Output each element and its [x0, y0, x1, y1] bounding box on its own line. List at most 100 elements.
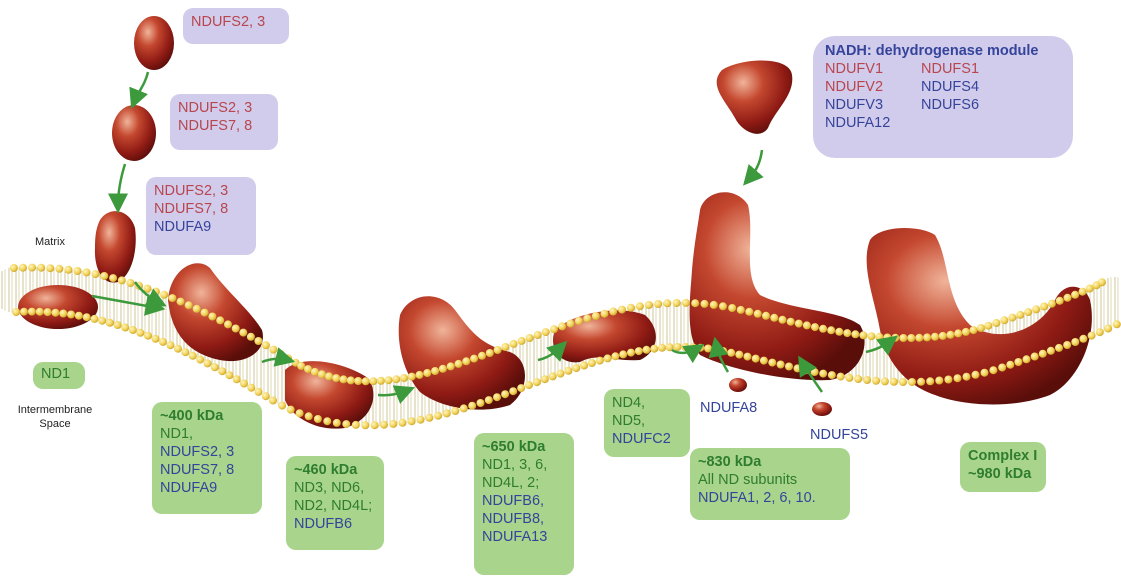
lipid-head	[854, 375, 862, 383]
ndufs7-8-line: NDUFS7, 8	[178, 117, 270, 135]
lipid-head	[754, 310, 762, 318]
lipid-head	[462, 357, 470, 365]
lipid-head	[494, 346, 502, 354]
lipid-head	[851, 330, 859, 338]
lipid-head	[152, 288, 160, 296]
lipid-head	[1113, 320, 1121, 328]
lipid-head	[109, 274, 117, 282]
lipid-head	[121, 324, 129, 332]
lipid-head	[455, 360, 463, 368]
lipid-head	[216, 316, 224, 324]
lipid-head	[811, 323, 819, 331]
lipid-head	[425, 414, 433, 422]
ndufs5-protein	[812, 402, 832, 416]
lipid-head	[704, 345, 712, 353]
lipid-head	[891, 334, 899, 342]
ndufs2-3-7-8-box: NDUFS2, 3 NDUFS7, 8	[170, 94, 278, 150]
lipid-head	[779, 316, 787, 324]
lipid-head	[247, 384, 255, 392]
lipid-head	[296, 409, 304, 417]
lipid-head	[224, 320, 232, 328]
lipid-head	[828, 371, 836, 379]
lipid-head	[168, 294, 176, 302]
lipid-head	[98, 317, 106, 325]
lipid-head	[636, 302, 644, 310]
lipid-head	[501, 343, 509, 351]
ndufa1-2-6-10-line: NDUFA1, 2, 6, 10.	[698, 489, 842, 507]
lipid-head	[795, 320, 803, 328]
kda830-box: ~830 kDa All ND subunits NDUFA1, 2, 6, 1…	[690, 448, 850, 520]
lipid-head	[225, 371, 233, 379]
complex-i-box: Complex I ~980 kDa	[960, 442, 1046, 492]
lipid-head	[785, 363, 793, 371]
lipid-head	[144, 332, 152, 340]
lipid-head	[654, 300, 662, 308]
lipid-head	[204, 359, 212, 367]
lipid-head	[408, 417, 416, 425]
arrow-s23-to-s2378	[134, 72, 148, 102]
lipid-head	[737, 306, 745, 314]
lipid-head	[881, 377, 889, 385]
lipid-head	[939, 332, 947, 340]
nadh-module-subunits: NDUFV1 NDUFS1 NDUFV2 NDUFS4 NDUFV3 NDUFS…	[825, 60, 1061, 132]
lipid-head	[977, 324, 985, 332]
lipid-head	[1104, 325, 1112, 333]
ndufs2-3-line: NDUFS2, 3	[191, 13, 281, 31]
lipid-head	[890, 378, 898, 386]
lipid-head	[160, 291, 168, 299]
nadh-module-box: NADH: dehydrogenase module NDUFV1 NDUFS1…	[813, 36, 1073, 158]
lipid-head	[416, 371, 424, 379]
lipid-head	[332, 374, 340, 382]
lipid-head	[1096, 328, 1104, 336]
lipid-head	[1048, 300, 1056, 308]
kda650-box: ~650 kDa ND1, 3, 6, ND4L, 2; NDUFB6, NDU…	[474, 433, 574, 575]
lipid-head	[867, 332, 875, 340]
lipid-head	[493, 393, 501, 401]
ndufs1-label: NDUFS1	[921, 60, 1031, 78]
lipid-head	[129, 326, 137, 334]
kda400-box: ~400 kDa ND1, NDUFS2, 3 NDUFS7, 8 NDUFA9	[152, 402, 262, 514]
lipid-head	[1023, 355, 1031, 363]
ndufs7-8-line: NDUFS7, 8	[154, 200, 248, 218]
lipid-head	[845, 374, 853, 382]
ndufb6-line: NDUFB6	[294, 515, 376, 533]
ndufs2-3-line: NDUFS2, 3	[160, 443, 254, 461]
lipid-head	[863, 376, 871, 384]
lipid-head	[333, 419, 341, 427]
lipid-head	[311, 368, 319, 376]
lipid-head	[541, 375, 549, 383]
lipid-head	[114, 321, 122, 329]
lipid-head	[1000, 316, 1008, 324]
lipid-head	[583, 314, 591, 322]
ndufa13-line: NDUFA13	[482, 528, 566, 546]
lipid-head	[596, 357, 604, 365]
lipid-head	[55, 265, 63, 273]
nd1-line: ND1,	[160, 425, 254, 443]
lipid-head	[989, 366, 997, 374]
lipid-head	[106, 319, 114, 327]
lipid-head	[681, 343, 689, 351]
nd4-nd5-box: ND4, ND5, NDUFC2	[604, 389, 690, 457]
lipid-head	[460, 404, 468, 412]
lipid-head	[340, 375, 348, 383]
lipid-head	[760, 357, 768, 365]
nd1-3-6-line: ND1, 3, 6,	[482, 456, 566, 474]
lipid-head	[803, 321, 811, 329]
lipid-head	[962, 328, 970, 336]
lipid-head	[478, 352, 486, 360]
lipid-head	[1063, 341, 1071, 349]
lipid-head	[501, 390, 509, 398]
lipid-head	[451, 407, 459, 415]
lipid-head	[159, 338, 167, 346]
ndufa9-line: NDUFA9	[154, 218, 248, 236]
lipid-head	[787, 318, 795, 326]
lipid-head	[1086, 285, 1094, 293]
lipid-head	[91, 315, 99, 323]
lipid-head	[399, 419, 407, 427]
nd4l-2-line: ND4L, 2;	[482, 474, 566, 492]
ndufa8-protein	[729, 378, 747, 392]
lipid-head	[74, 267, 82, 275]
lipid-head	[1040, 303, 1048, 311]
lipid-head	[1024, 308, 1032, 316]
lipid-head	[127, 279, 135, 287]
